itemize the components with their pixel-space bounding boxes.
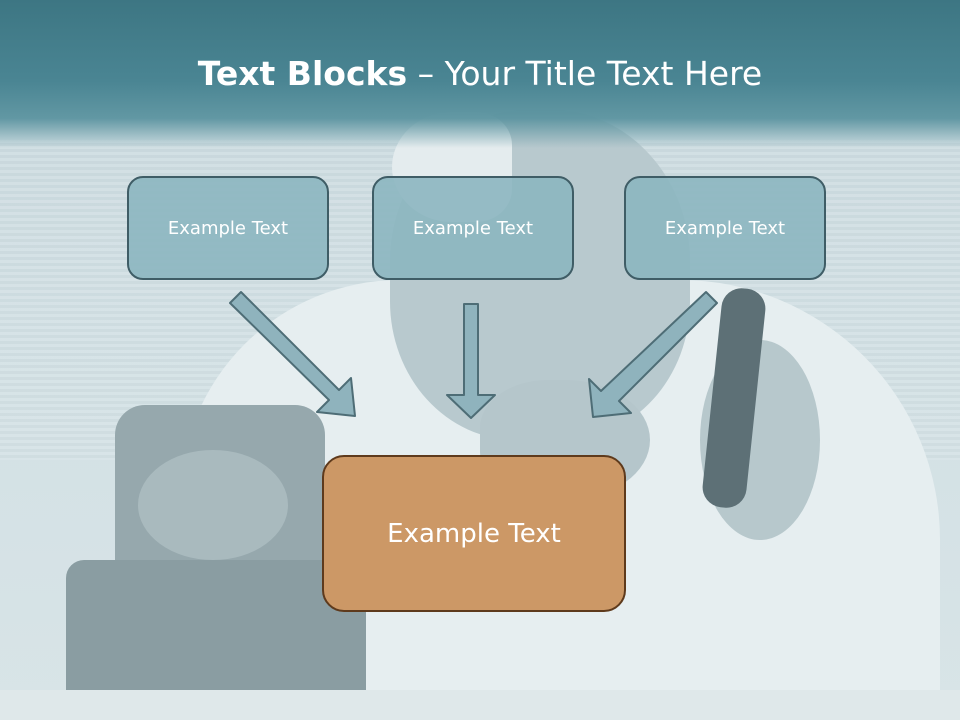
telephone-body [66,560,366,710]
text-block-bottom-label: Example Text [387,518,561,549]
text-block-right[interactable]: Example Text [624,176,826,280]
text-block-center[interactable]: Example Text [372,176,574,280]
text-block-left-label: Example Text [167,217,289,239]
desk-surface [0,690,960,720]
text-block-bottom[interactable]: Example Text [322,455,626,612]
text-block-center-label: Example Text [412,217,534,239]
arrow-left-down-right[interactable] [229,291,356,417]
text-block-left[interactable]: Example Text [127,176,329,280]
arrow-center-down[interactable] [446,303,496,419]
rotary-dial [138,450,288,560]
text-block-right-label: Example Text [664,217,786,239]
title-band [0,0,960,148]
title-rest-part: – Your Title Text Here [417,54,763,93]
slide-title[interactable]: Text Blocks – Your Title Text Here [0,54,960,93]
title-bold-part: Text Blocks [197,54,408,93]
arrow-right-down-left[interactable] [588,291,718,418]
